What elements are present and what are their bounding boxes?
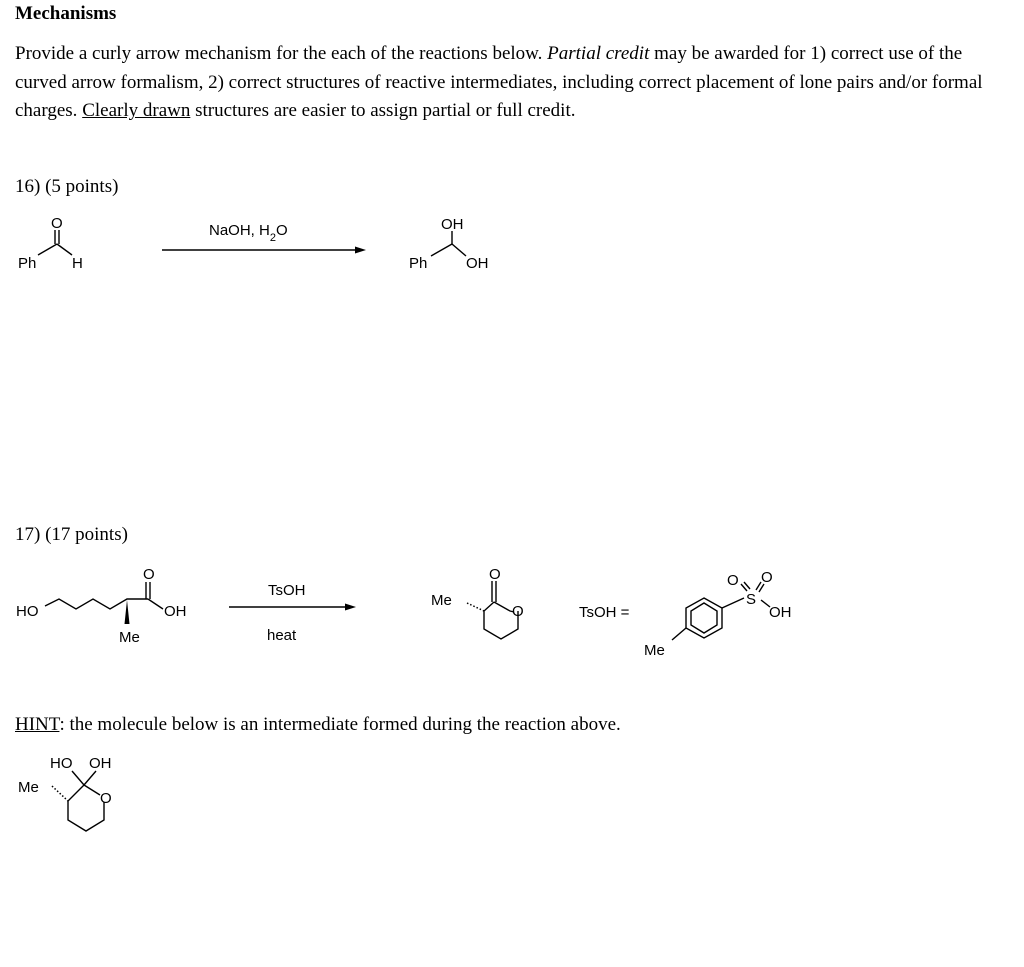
bond-c-oh-acid xyxy=(147,598,164,610)
hashed-bond-intermediate-me xyxy=(51,785,69,802)
reagent-16-pre: NaOH, H xyxy=(209,222,270,239)
bond-ring-me xyxy=(671,627,687,641)
bond-s-o1-a xyxy=(740,583,748,592)
tsoh-definition: TsOH = S O O OH Me xyxy=(579,569,792,659)
intermediate-ho-label: HO xyxy=(50,755,73,772)
hydroxyl-top-label: OH xyxy=(441,216,464,233)
sulfur-label: S xyxy=(746,591,756,608)
question-17-title: 17) (17 points) xyxy=(15,524,128,545)
lactone-structure: O O Me xyxy=(431,566,524,640)
intermediate-ring xyxy=(67,784,105,832)
intermediate-oh-label: OH xyxy=(89,755,112,772)
clearly-drawn-underlined: Clearly drawn xyxy=(82,100,191,121)
carbonyl-oxygen-label: O xyxy=(51,215,63,232)
reaction-arrow-17: TsOH heat xyxy=(229,582,356,644)
arrow-head-16 xyxy=(355,246,366,254)
aldehyde-h-label: H xyxy=(72,255,83,272)
sulfonyl-o2-label: O xyxy=(761,569,773,586)
arrow-head-17 xyxy=(345,603,356,611)
hashed-bond-me xyxy=(466,602,485,612)
hint-body: : the molecule below is an intermediate … xyxy=(59,714,621,735)
lactone-ring-o-label: O xyxy=(512,603,524,620)
reactant-ho-label: HO xyxy=(16,603,39,620)
hint-label: HINT xyxy=(15,714,60,735)
tsoh-label: TsOH = xyxy=(579,604,630,621)
instructions-text-2: may be awarded for 1) correct use of the… xyxy=(15,43,983,121)
intermediate-me-label: Me xyxy=(18,779,39,796)
benzene-inner-ring xyxy=(690,602,718,634)
bond-ph-carbonyl xyxy=(37,243,58,256)
carbon-chain xyxy=(44,598,148,610)
tosyl-me-label: Me xyxy=(644,642,665,659)
wedge-bond-me xyxy=(124,600,130,624)
bond-s-o1-b xyxy=(743,581,751,590)
ring-bond-c-o xyxy=(493,601,515,613)
hydroxy-acid-structure: HO O OH Me xyxy=(16,566,187,646)
sulfonyl-o1-label: O xyxy=(727,572,739,589)
bond-c-ho xyxy=(71,770,85,786)
reagent-17-bottom: heat xyxy=(267,627,297,644)
page-heading: Mechanisms xyxy=(15,3,117,24)
lactone-carbonyl-o-label: O xyxy=(489,566,501,583)
bond-carbonyl-h xyxy=(56,243,73,256)
bond-ph-c xyxy=(430,243,453,257)
hint-text: HINT: the molecule below is an intermedi… xyxy=(15,714,621,736)
bond-c-oh xyxy=(451,243,467,257)
lactone-me-label: Me xyxy=(431,592,452,609)
benzaldehyde-structure: O Ph H xyxy=(18,215,83,272)
tetrahedral-intermediate-structure: HO OH Me O xyxy=(18,755,112,832)
instructions-text-1: Provide a curly arrow mechanism for the … xyxy=(15,43,548,64)
phenyl-label: Ph xyxy=(18,255,36,272)
partial-credit-emphasis: Partial credit xyxy=(547,43,650,64)
bond-s-o2-b xyxy=(758,583,765,593)
instructions-paragraph: Provide a curly arrow mechanism for the … xyxy=(15,40,1005,126)
bond-c-oh xyxy=(83,770,97,786)
product-phenyl-label: Ph xyxy=(409,255,427,272)
instructions-text-3: structures are easier to assign partial … xyxy=(190,100,576,121)
reactant-me-label: Me xyxy=(119,629,140,646)
question-16-title: 16) (5 points) xyxy=(15,176,119,197)
sulfonic-oh-label: OH xyxy=(769,604,792,621)
reagent-16-post: O xyxy=(276,222,288,239)
reagent-17-top: TsOH xyxy=(268,582,306,599)
acid-oh-label: OH xyxy=(164,603,187,620)
reaction-arrow-16: NaOH, H2O xyxy=(162,222,366,254)
bond-ring-s xyxy=(721,597,745,609)
reagents-16: NaOH, H2O xyxy=(209,222,288,244)
bond-s-o2-a xyxy=(755,581,762,591)
bond-c-ring-o xyxy=(83,784,101,796)
reagent-16-sub: 2 xyxy=(270,232,276,244)
intermediate-ring-o-label: O xyxy=(100,790,112,807)
acid-carbonyl-o-label: O xyxy=(143,566,155,583)
gem-diol-structure: OH Ph OH xyxy=(409,216,489,272)
bond-s-oh xyxy=(760,599,771,608)
hydroxyl-right-label: OH xyxy=(466,255,489,272)
